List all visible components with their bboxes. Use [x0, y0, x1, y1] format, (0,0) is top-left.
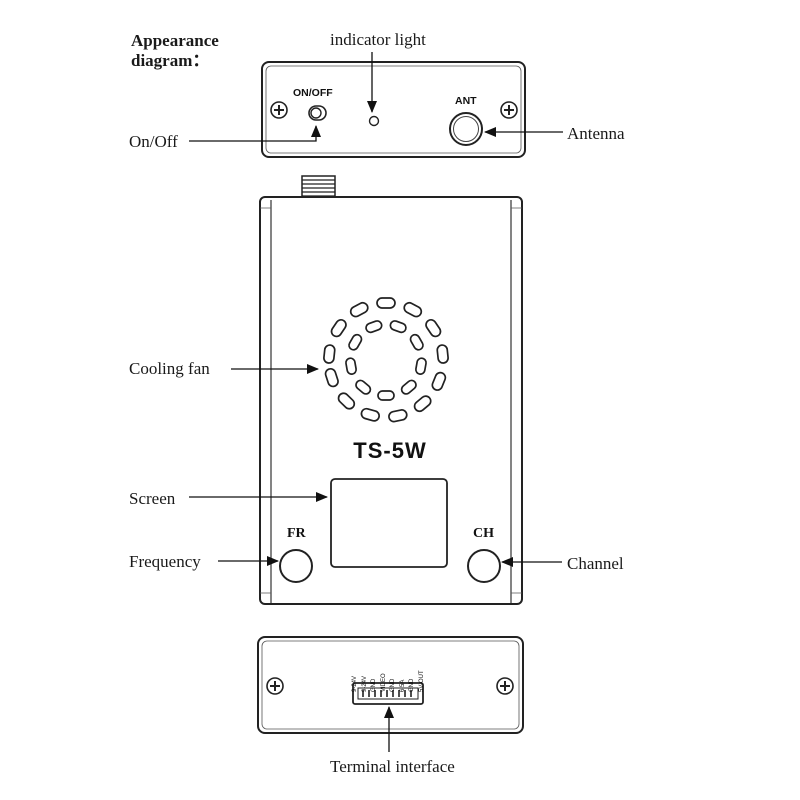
pin-label: 9-24V: [352, 675, 358, 692]
indicator-led-icon: [368, 115, 380, 127]
terminal-connector-icon: [352, 682, 424, 705]
title-line-2: diagram：: [131, 51, 210, 70]
bottom-left-screw-icon: [266, 677, 284, 695]
diagram-title: Appearance diagram：: [131, 31, 219, 71]
pin-label: 6.5A: [399, 679, 406, 692]
pin-label: VIDEO: [380, 673, 387, 692]
top-panel: [261, 61, 526, 158]
on-off-label: On/Off: [129, 132, 178, 151]
power-switch: [308, 105, 327, 121]
model-name: TS-5W: [353, 438, 427, 463]
pin-label: GND: [390, 678, 396, 692]
terminal-pin-labels: 9-24V 9-24V GND VIDEO GND 6.5A GND 5V-OU…: [352, 652, 426, 692]
cooling-fan-label: Cooling fan: [129, 359, 210, 378]
top-left-screw-icon: [270, 101, 288, 119]
antenna-port: [449, 112, 483, 146]
antenna-label: Antenna: [567, 124, 625, 143]
terminal-interface-label: Terminal interface: [330, 757, 455, 776]
top-right-screw-icon: [500, 101, 518, 119]
display-screen: [330, 478, 448, 568]
on-off-arrow: [189, 125, 321, 142]
fr-button-label: FR: [287, 526, 306, 541]
antenna-connector: [301, 175, 336, 199]
pin-label: 9-24V: [361, 675, 368, 692]
frequency-label: Frequency: [129, 552, 201, 571]
pin-label: GND: [371, 678, 377, 692]
screen-label: Screen: [129, 489, 176, 508]
fr-button-icon: [279, 549, 313, 583]
pin-label: 5V-OUT: [418, 670, 425, 692]
ch-button-icon: [467, 549, 501, 583]
cooling-fan-icon: [323, 297, 449, 423]
title-line-1: Appearance: [131, 31, 219, 50]
ant-port-label: ANT: [455, 95, 477, 107]
indicator-light-label: indicator light: [330, 30, 426, 49]
on-off-switch-label: ON/OFF: [293, 87, 333, 99]
channel-label: Channel: [567, 554, 624, 573]
pin-label: GND: [409, 678, 415, 692]
ch-button-label: CH: [473, 526, 494, 541]
bottom-right-screw-icon: [496, 677, 514, 695]
